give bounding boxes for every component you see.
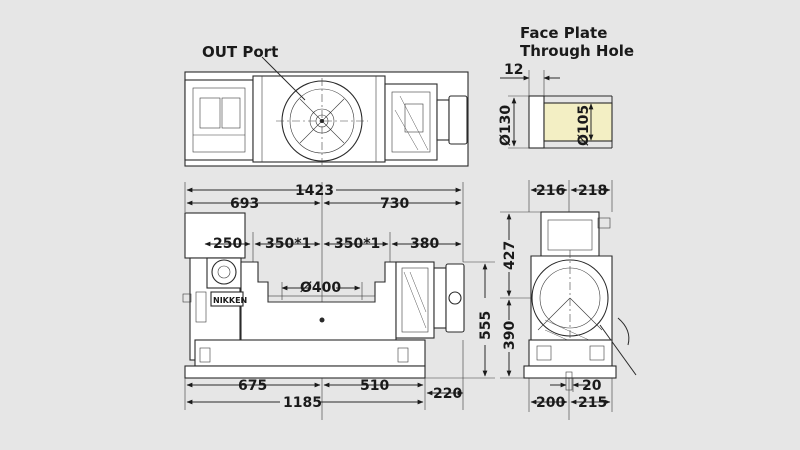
face-plate-title-line1: Face Plate	[520, 24, 607, 42]
dim-380: 380	[410, 236, 439, 252]
dim-20: 20	[582, 378, 602, 394]
dim-215: 215	[578, 395, 607, 411]
top-motor-block	[184, 79, 254, 161]
dim-d130: Ø130	[498, 105, 514, 146]
dim-555: 555	[478, 311, 494, 340]
dim-250: 250	[213, 236, 242, 252]
front-base	[194, 339, 426, 367]
dim-12: 12	[504, 62, 523, 78]
dim-427: 427	[502, 241, 518, 270]
out-port-label: OUT Port	[202, 43, 278, 61]
dim-350-left: 350*1	[265, 236, 311, 252]
dim-d400: Ø400	[300, 280, 341, 296]
top-drive-block	[384, 83, 438, 161]
face-plate-detail: Face Plate Through Hole 12 Ø130 Ø105	[498, 24, 634, 149]
dim-200: 200	[536, 395, 565, 411]
side-motor	[540, 211, 600, 257]
dim-220: 220	[433, 386, 462, 402]
brand-plate: NIKKEN	[213, 296, 247, 305]
dim-510: 510	[360, 378, 389, 394]
dim-1423: 1423	[295, 183, 334, 199]
dim-1185: 1185	[283, 395, 322, 411]
dim-218: 218	[578, 183, 607, 199]
face-plate-title-line2: Through Hole	[520, 42, 634, 60]
trunnion-body	[240, 261, 397, 341]
top-view: OUT Port	[184, 43, 469, 167]
side-view: 216 218 427 390	[500, 180, 637, 420]
dim-350-right: 350*1	[334, 236, 380, 252]
dim-693: 693	[230, 196, 259, 212]
front-view: 1423 693 730 250 350*1 350*1 380 Ø400	[182, 182, 495, 420]
dim-675: 675	[238, 378, 267, 394]
through-hole	[543, 102, 613, 142]
dim-216: 216	[536, 183, 565, 199]
dim-d105: Ø105	[576, 105, 592, 146]
out-port-leader	[261, 56, 306, 101]
dim-390: 390	[502, 321, 518, 350]
dim-730: 730	[380, 196, 409, 212]
